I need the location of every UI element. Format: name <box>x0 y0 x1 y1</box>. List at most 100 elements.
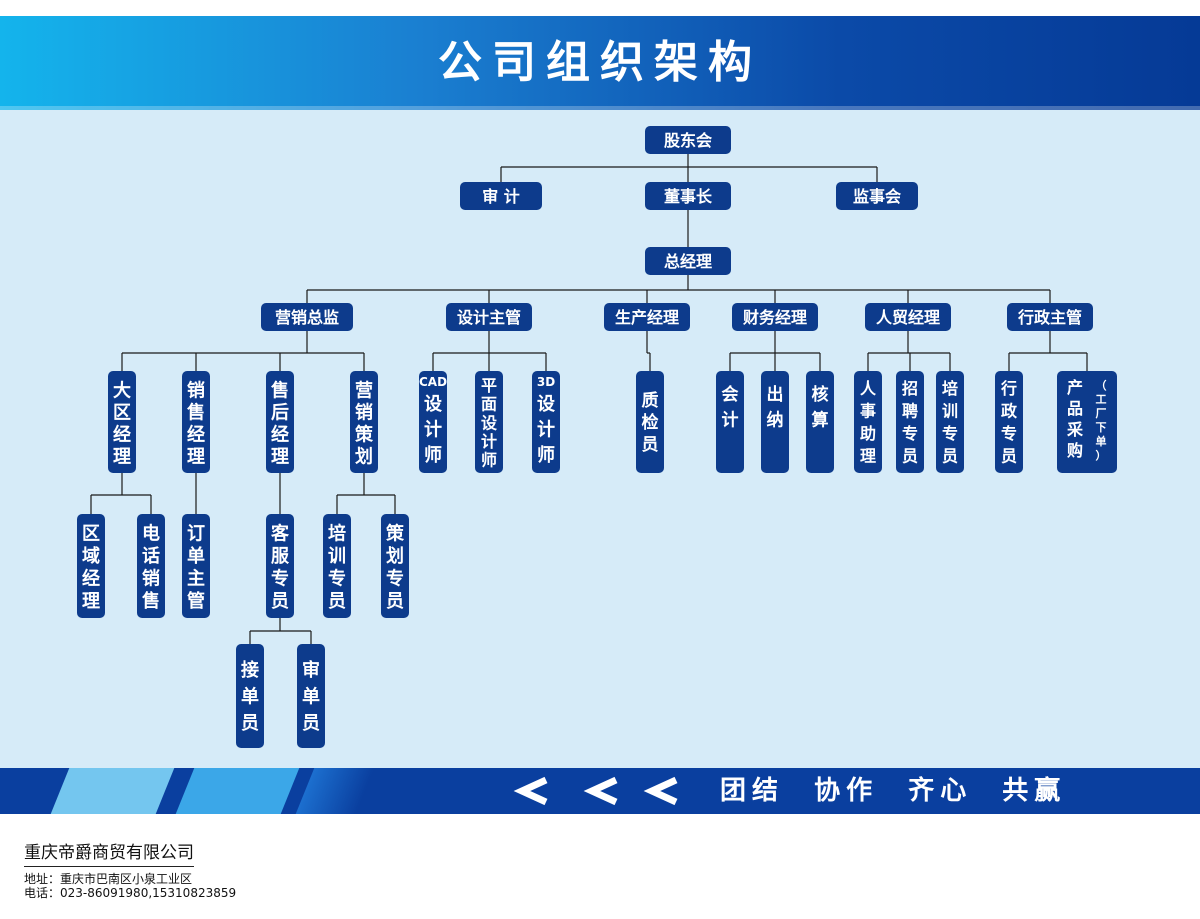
node-renshi_zhuli: 人事助理 <box>854 371 882 473</box>
address-value: 重庆市巴南区小泉工业区 <box>60 872 193 886</box>
node-label: 设计主管 <box>457 308 521 327</box>
node-d3_shejishi: 3D 设计师 <box>532 371 560 473</box>
node-dingdan_zhuguan: 订单主管 <box>182 514 210 618</box>
node-label: 质检员 <box>642 391 659 455</box>
header-banner: 公司组织架构 <box>0 16 1200 110</box>
node-label-note: （工厂下单） <box>1096 379 1107 462</box>
node-cehua_zhuanyuan: 策划专员 <box>381 514 409 618</box>
node-label: 审 计 <box>482 187 520 206</box>
node-label: 产品采购 <box>1066 378 1083 460</box>
page-title: 公司组织架构 <box>438 37 762 88</box>
node-box <box>532 371 560 473</box>
node-label: 订单主管 <box>187 524 205 613</box>
node-label-prefix: 3D <box>537 375 555 389</box>
node-zongjingli: 总经理 <box>645 247 731 275</box>
node-label: 区域经理 <box>82 524 100 613</box>
node-box <box>266 371 294 473</box>
node-label: 策划专员 <box>386 523 405 613</box>
node-shenji: 审 计 <box>460 182 542 210</box>
node-label: 平面设计师 <box>481 376 498 469</box>
chevron-left-icon <box>513 776 548 806</box>
node-label: 电话销售 <box>142 523 160 613</box>
node-label: 接单员 <box>241 659 259 734</box>
node-label: 出纳 <box>767 384 784 431</box>
node-box <box>108 371 136 473</box>
node-quyu_jingli: 区域经理 <box>77 514 105 618</box>
node-label: 生产经理 <box>615 308 679 327</box>
node-label: 售后经理 <box>271 379 289 467</box>
node-label: 总经理 <box>664 252 712 271</box>
node-jianshihui: 监事会 <box>836 182 918 210</box>
node-box <box>323 514 351 618</box>
phone-value: 023-86091980,15310823859 <box>60 886 237 900</box>
node-label: 会计 <box>722 384 739 431</box>
chart-nodes: 股东会审 计董事长监事会总经理营销总监设计主管生产经理财务经理人贸经理行政主管大… <box>77 126 1117 748</box>
org-chart-poster: 公司组织架构 股东会审 计董事长监事会总经理营销总监设计主管生产经理财务经理人贸… <box>0 16 1200 814</box>
node-box <box>137 514 165 618</box>
node-label: 招聘专员 <box>902 379 918 466</box>
node-box <box>1057 371 1117 473</box>
decor-stripe <box>175 768 300 814</box>
node-box <box>182 371 210 473</box>
node-zhaopin_zhuanyuan: 招聘专员 <box>896 371 924 473</box>
node-box <box>732 303 818 331</box>
node-xingzheng_zhuanyuan: 行政专员 <box>995 371 1023 473</box>
node-kuaiji: 会计 <box>716 371 744 473</box>
node-dongshizhang: 董事长 <box>645 182 731 210</box>
node-label: 董事长 <box>664 187 713 206</box>
node-box <box>645 126 731 154</box>
chevron-left-icon <box>643 776 678 806</box>
node-box <box>350 371 378 473</box>
node-label: 人贸经理 <box>876 308 940 327</box>
node-shengchan_jingli: 生产经理 <box>604 303 690 331</box>
node-box <box>182 514 210 618</box>
phone-line: 电话：023-86091980,15310823859 <box>24 884 236 901</box>
slogan-band: 团结 协作 齐心 共赢 <box>0 768 1200 814</box>
node-hesuan: 核算 <box>806 371 834 473</box>
node-box <box>381 514 409 618</box>
node-box <box>236 644 264 748</box>
node-chuna: 出纳 <box>761 371 789 473</box>
node-box <box>836 182 918 210</box>
phone-label: 电话： <box>24 886 61 900</box>
node-box <box>806 371 834 473</box>
node-label-prefix: CAD <box>419 375 447 389</box>
node-caiwu_jingli: 财务经理 <box>732 303 818 331</box>
node-peixun_zhuanyuan_rm: 培训专员 <box>936 371 964 473</box>
node-pingmian_shejishi: 平面设计师 <box>475 371 503 473</box>
node-box <box>995 371 1023 473</box>
node-daqu_jingli: 大区经理 <box>108 371 136 473</box>
node-label: 行政主管 <box>1017 308 1082 327</box>
node-box <box>297 644 325 748</box>
node-yingxiao_zongjian: 营销总监 <box>261 303 353 331</box>
node-label: 营销策划 <box>355 379 374 467</box>
node-box <box>865 303 951 331</box>
node-xingzheng_zhuguan: 行政主管 <box>1007 303 1093 331</box>
node-box <box>645 182 731 210</box>
node-label: 培训专员 <box>328 523 346 613</box>
node-box <box>604 303 690 331</box>
node-chanpin_caigou: 产品采购 （工厂下单） <box>1057 371 1117 473</box>
org-chart: 股东会审 计董事长监事会总经理营销总监设计主管生产经理财务经理人贸经理行政主管大… <box>77 126 1117 748</box>
node-box <box>854 371 882 473</box>
node-box <box>446 303 532 331</box>
node-label: 设计师 <box>537 394 555 466</box>
node-box <box>475 371 503 473</box>
node-renmao_jingli: 人贸经理 <box>865 303 951 331</box>
node-box <box>77 514 105 618</box>
node-label: 审单员 <box>302 659 320 734</box>
node-peixun_zhuanyuan_yx: 培训专员 <box>323 514 351 618</box>
node-box <box>419 371 447 473</box>
node-label: 监事会 <box>853 187 901 206</box>
node-shouhou_jingli: 售后经理 <box>266 371 294 473</box>
node-box <box>1007 303 1093 331</box>
node-box <box>896 371 924 473</box>
node-box <box>266 514 294 618</box>
company-name: 重庆帝爵商贸有限公司 <box>24 838 194 867</box>
node-sheji_zhuguan: 设计主管 <box>446 303 532 331</box>
slogan-text: 团结 协作 齐心 共赢 <box>720 776 1067 806</box>
connector-lines <box>90 154 1088 644</box>
node-label: 销售经理 <box>187 379 205 467</box>
node-jiedanyuan: 接单员 <box>236 644 264 748</box>
